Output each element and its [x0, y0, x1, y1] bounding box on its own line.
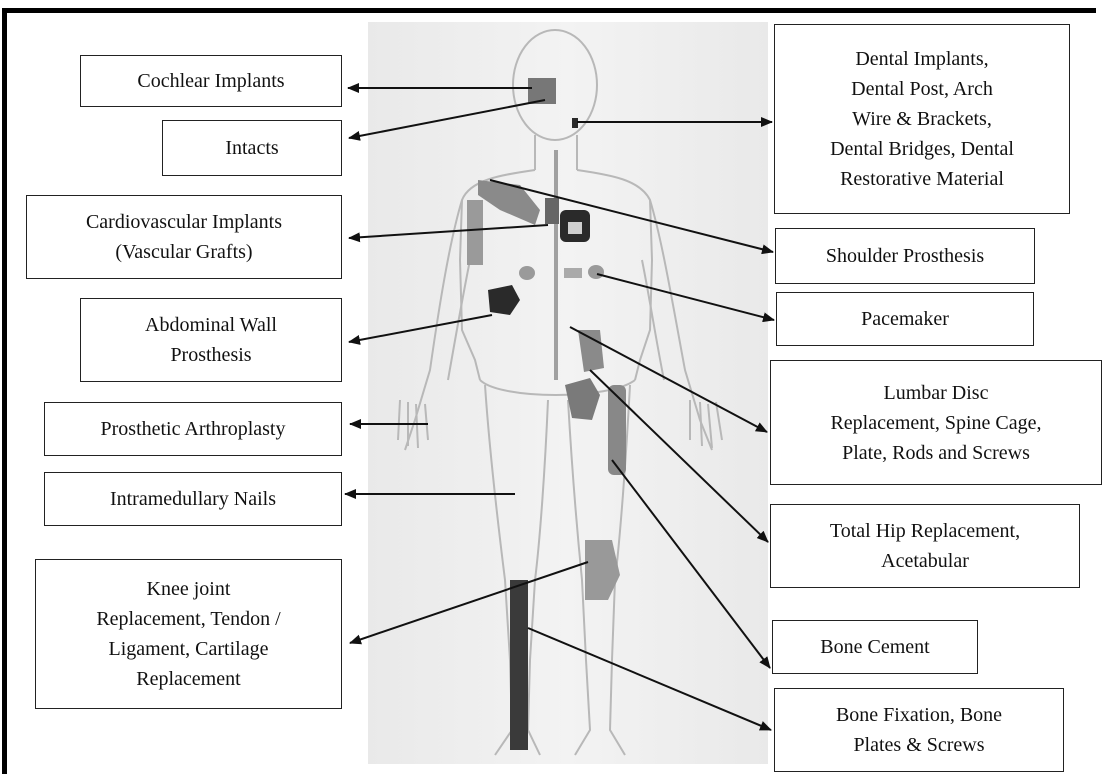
arrow-cardiovascular	[349, 225, 548, 238]
label-total-hip-replacement: Total Hip Replacement, Acetabular	[770, 504, 1080, 588]
arrow-bone-cement	[612, 460, 770, 668]
label-prosthetic-arthroplasty: Prosthetic Arthroplasty	[44, 402, 342, 456]
human-body-silhouette	[398, 30, 722, 755]
label-abdominal-wall-prosthesis: Abdominal Wall Prosthesis	[80, 298, 342, 382]
pacemaker-core	[568, 222, 582, 234]
arrow-abdominal	[349, 315, 492, 342]
spine-cage-device	[564, 268, 582, 278]
lumbar-disc-device	[578, 330, 604, 372]
label-shoulder-prosthesis: Shoulder Prosthesis	[775, 228, 1035, 284]
arrow-intacts	[349, 100, 545, 138]
abdominal-prosthesis-device	[488, 285, 520, 315]
arrow-pacemaker	[597, 274, 774, 320]
label-knee-joint-replacement: Knee joint Replacement, Tendon / Ligamen…	[35, 559, 342, 709]
arrows	[345, 88, 774, 730]
cardiovascular-graft-device	[545, 198, 559, 224]
label-intramedullary-nails: Intramedullary Nails	[44, 472, 342, 526]
label-lumbar-disc-replacement: Lumbar Disc Replacement, Spine Cage, Pla…	[770, 360, 1102, 485]
arrow-bone-fixation	[528, 628, 771, 730]
right-hand-outline	[690, 400, 722, 448]
label-pacemaker: Pacemaker	[776, 292, 1034, 346]
bone-plate-device	[510, 580, 528, 750]
hip-replacement-device	[565, 378, 600, 420]
label-dental-implants: Dental Implants, Dental Post, Arch Wire …	[774, 24, 1070, 214]
label-bone-cement: Bone Cement	[772, 620, 978, 674]
label-intacts: Intacts	[162, 120, 342, 176]
label-bone-fixation: Bone Fixation, Bone Plates & Screws	[774, 688, 1064, 772]
intramedullary-nail-device	[608, 385, 626, 475]
label-cochlear-implants: Cochlear Implants	[80, 55, 342, 107]
arrow-knee	[350, 562, 588, 643]
kidney-right-shape	[588, 265, 604, 279]
left-arm-graft-device	[467, 200, 483, 265]
kidney-left-shape	[519, 266, 535, 280]
label-cardiovascular-implants: Cardiovascular Implants (Vascular Grafts…	[26, 195, 342, 279]
shoulder-prosthesis-device	[478, 180, 540, 225]
right-arm-outline	[642, 200, 712, 450]
